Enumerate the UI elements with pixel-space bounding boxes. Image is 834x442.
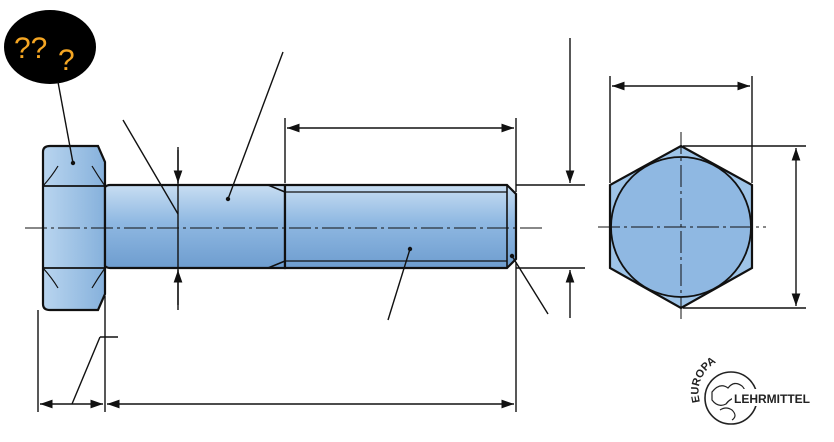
europa-lehrmittel-logo: EUROPA LEHRMITTEL [689, 355, 814, 425]
bolt-thread [283, 183, 518, 270]
thread-length-dimension [284, 118, 517, 192]
leader-lines [57, 51, 549, 321]
bolt-shank [103, 183, 287, 270]
hex-dimensions [609, 76, 806, 309]
hex-end-view [598, 132, 766, 322]
logo-side-text: LEHRMITTEL [734, 392, 810, 406]
question-marks-1: ?? [14, 32, 47, 65]
thread-diameter-dimension [516, 38, 585, 318]
question-badge: ?? ? [4, 10, 96, 84]
length-dimensions [37, 262, 517, 412]
question-marks-2: ? [58, 44, 75, 77]
